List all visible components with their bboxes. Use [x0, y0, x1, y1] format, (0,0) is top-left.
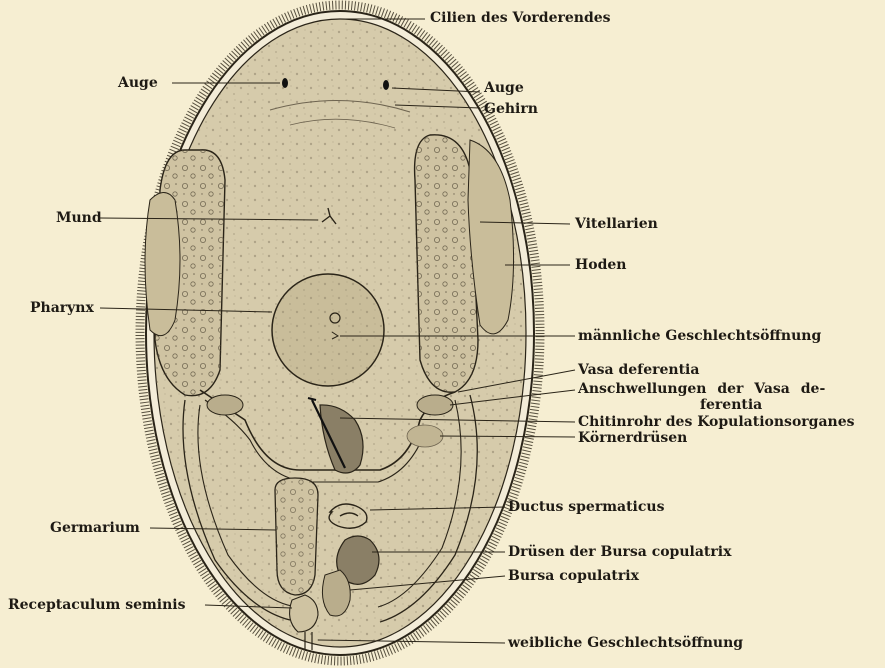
granular-glands [407, 425, 443, 447]
label-cilien: Cilien des Vorderendes [430, 10, 611, 26]
label-koernerdruesen: Körnerdrüsen [578, 430, 687, 446]
label-gehirn: Gehirn [484, 101, 538, 117]
label-anschwellungen-line2: ferentia [700, 397, 762, 413]
label-weibliche: weibliche Geschlechtsöffnung [508, 635, 743, 651]
label-anschwellungen-line1: Anschwellungen der Vasa de- [578, 381, 825, 397]
label-auge-left: Auge [118, 75, 158, 91]
right-vas-swelling [417, 395, 453, 415]
label-pharynx: Pharynx [30, 300, 94, 316]
eye-right-icon [383, 80, 389, 90]
label-auge-right: Auge [484, 80, 524, 96]
left-testis [145, 193, 180, 336]
label-chitinrohr: Chitinrohr des Kopulationsorganes [578, 414, 854, 430]
label-germarium: Germarium [50, 520, 140, 536]
label-vitellarien: Vitellarien [575, 216, 658, 232]
label-druesen-bursa: Drüsen der Bursa copulatrix [508, 544, 731, 560]
label-ductus: Ductus spermaticus [508, 499, 664, 515]
label-maennliche: männliche Geschlechtsöffnung [578, 328, 821, 344]
eye-left-icon [282, 78, 288, 88]
label-hoden: Hoden [575, 257, 626, 273]
label-bursa: Bursa copulatrix [508, 568, 639, 584]
label-receptaculum: Receptaculum seminis [8, 597, 186, 613]
label-vasa-deferentia: Vasa deferentia [578, 362, 699, 378]
bursa-copulatrix [322, 570, 350, 616]
label-mund: Mund [56, 210, 102, 226]
left-vas-swelling [207, 395, 243, 415]
